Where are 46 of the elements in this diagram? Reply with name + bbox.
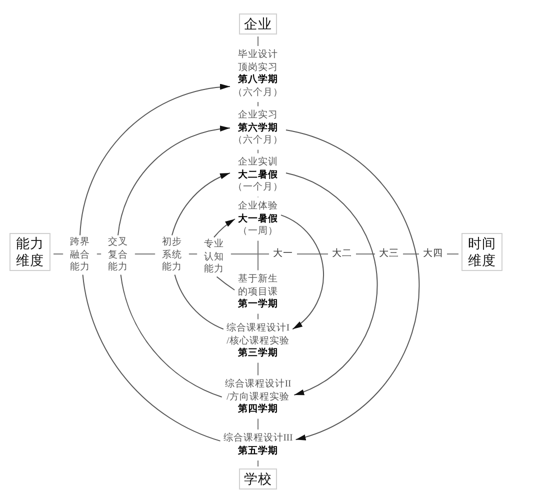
ability-label: 跨界融合能力 <box>69 236 91 274</box>
ability-label: 专业认知能力 <box>203 238 225 276</box>
ability-label: 初步系统能力 <box>161 236 183 274</box>
axis-title-box: 能力维度 <box>9 233 51 271</box>
curved-line <box>174 274 224 330</box>
year-label: 大三 <box>378 248 400 260</box>
semester-label: 第三学期 <box>237 347 279 360</box>
semester-label: 第六学期 <box>237 122 279 134</box>
semester-label: 第八学期 <box>237 74 279 86</box>
duration-label: （一个月） <box>233 181 283 194</box>
stage-name: 企业体验 <box>238 200 278 213</box>
curved-line <box>120 274 222 398</box>
course-name: 基于新生的项目课 <box>238 273 278 298</box>
duration-label: （一周） <box>238 225 278 238</box>
year-label: 大一 <box>272 248 294 260</box>
course-name: /方向课程实验 <box>226 390 290 404</box>
curved-arrow <box>80 84 230 236</box>
curved-arrow <box>214 218 236 238</box>
semester-label: 第一学期 <box>238 298 278 311</box>
curved-arrow <box>286 129 420 440</box>
duration-label: （六个月） <box>233 86 283 99</box>
duration-label: （六个月） <box>233 134 283 147</box>
ability-label: 交叉复合能力 <box>107 236 129 274</box>
axis-title-box: 时间维度 <box>461 233 503 271</box>
curved-arrow <box>172 172 230 236</box>
stage-name: 毕业设计 <box>237 49 279 62</box>
curved-arrow <box>118 126 230 236</box>
course-name: 综合课程设计I <box>226 322 290 335</box>
course-name: 综合课程设计II <box>224 378 292 391</box>
stage-name: 顶岗实习 <box>237 62 279 74</box>
semester-label: 第四学期 <box>237 403 279 416</box>
stage-name: 企业实习 <box>237 109 279 122</box>
curved-arrow <box>280 214 324 330</box>
course-name: 综合课程设计III <box>223 432 293 445</box>
year-label: 大二 <box>331 248 353 260</box>
year-label: 大四 <box>422 248 444 260</box>
stage-name: 企业实训 <box>237 156 279 169</box>
semester-label: 大二暑假 <box>237 168 279 182</box>
semester-label: 大一暑假 <box>238 212 278 226</box>
axis-title-box: 学校 <box>239 468 277 490</box>
curved-line <box>216 276 236 291</box>
curved-line <box>82 274 221 442</box>
course-name: /核心课程实验 <box>226 334 290 348</box>
semester-label: 第五学期 <box>237 445 279 458</box>
axis-title-box: 企业 <box>239 14 277 34</box>
curved-arrow <box>286 172 378 396</box>
